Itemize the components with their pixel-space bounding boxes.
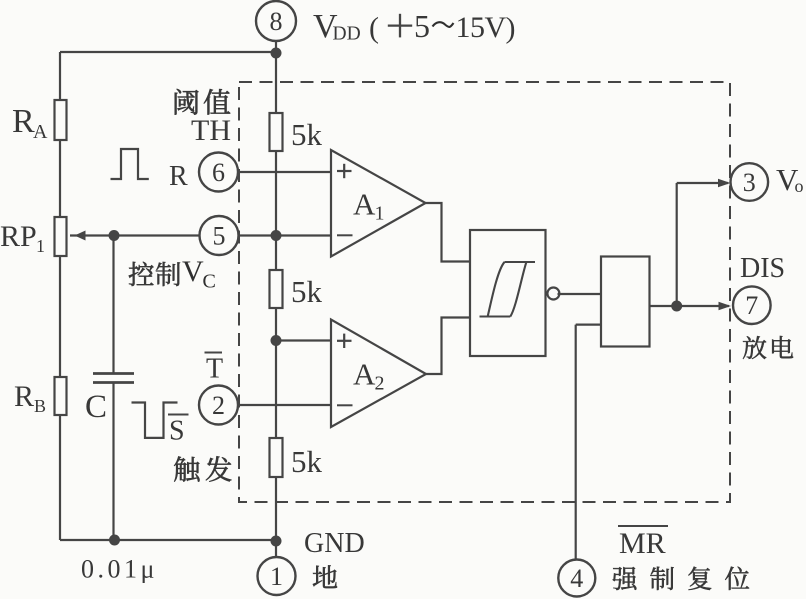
svg-text:4: 4 [570,564,583,593]
svg-text:3: 3 [743,168,756,197]
svg-text:5k: 5k [291,274,323,309]
svg-text:B: B [34,396,46,416]
svg-text:7: 7 [745,291,758,320]
svg-text:1: 1 [375,203,385,225]
svg-text:A: A [353,187,376,222]
svg-text:5: 5 [213,222,226,251]
svg-text:15V: 15V [456,11,507,44]
svg-text:8: 8 [270,7,283,36]
svg-text:C: C [85,389,107,425]
svg-text:MR: MR [619,527,666,560]
svg-text:R: R [169,161,188,192]
svg-text:V: V [182,255,204,288]
svg-text:R: R [12,103,35,140]
svg-text:A: A [353,357,376,392]
svg-text:2: 2 [212,391,225,420]
svg-text:(: ( [369,12,379,45]
svg-text:C: C [203,271,216,293]
svg-text:DD: DD [333,24,361,45]
svg-text:5k: 5k [291,444,323,479]
svg-text:V: V [313,8,338,45]
svg-text:R: R [14,380,34,413]
svg-text:RP: RP [0,220,37,253]
svg-text:A: A [33,121,48,143]
svg-text:5k: 5k [291,117,323,152]
svg-text:o: o [795,176,804,196]
svg-text:T: T [206,354,223,385]
svg-text:DIS: DIS [740,253,785,284]
svg-text:TH: TH [191,114,231,147]
svg-text:): ) [506,12,516,45]
svg-text:5: 5 [414,8,430,44]
svg-text:1: 1 [270,562,283,591]
svg-text:V: V [776,162,799,197]
svg-text:1: 1 [36,236,45,256]
svg-text:2: 2 [375,373,385,395]
svg-text:6: 6 [212,158,225,187]
svg-text:0.01μ: 0.01μ [81,555,158,584]
svg-text:S: S [169,416,185,447]
svg-text:GND: GND [304,528,365,559]
